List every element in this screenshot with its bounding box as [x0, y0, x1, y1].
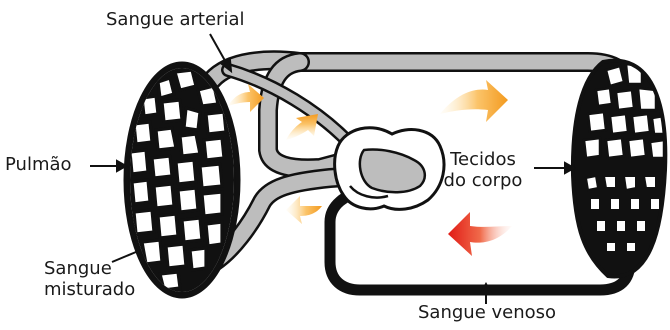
label-sangue-misturado: Sangue misturado: [44, 258, 135, 300]
label-tecidos-line1: Tecidos: [434, 149, 532, 170]
body-tissues: [570, 50, 670, 282]
label-pulmao: Pulmão: [5, 154, 72, 175]
flow-arrow-arterial-large: [440, 80, 508, 122]
lung: [120, 58, 250, 308]
label-misturado-line2: misturado: [44, 279, 135, 300]
label-sangue-arterial: Sangue arterial: [106, 9, 245, 30]
label-tecidos-line2: do corpo: [434, 170, 532, 191]
label-tecidos: Tecidos do corpo: [434, 149, 532, 191]
flow-arrow-arterial-up: [286, 114, 318, 140]
flow-arrow-venous: [448, 212, 512, 256]
heart: [335, 128, 444, 210]
label-sangue-venoso: Sangue venoso: [418, 302, 556, 323]
label-misturado-line1: Sangue: [44, 258, 135, 279]
flow-arrow-mixed: [286, 196, 322, 224]
